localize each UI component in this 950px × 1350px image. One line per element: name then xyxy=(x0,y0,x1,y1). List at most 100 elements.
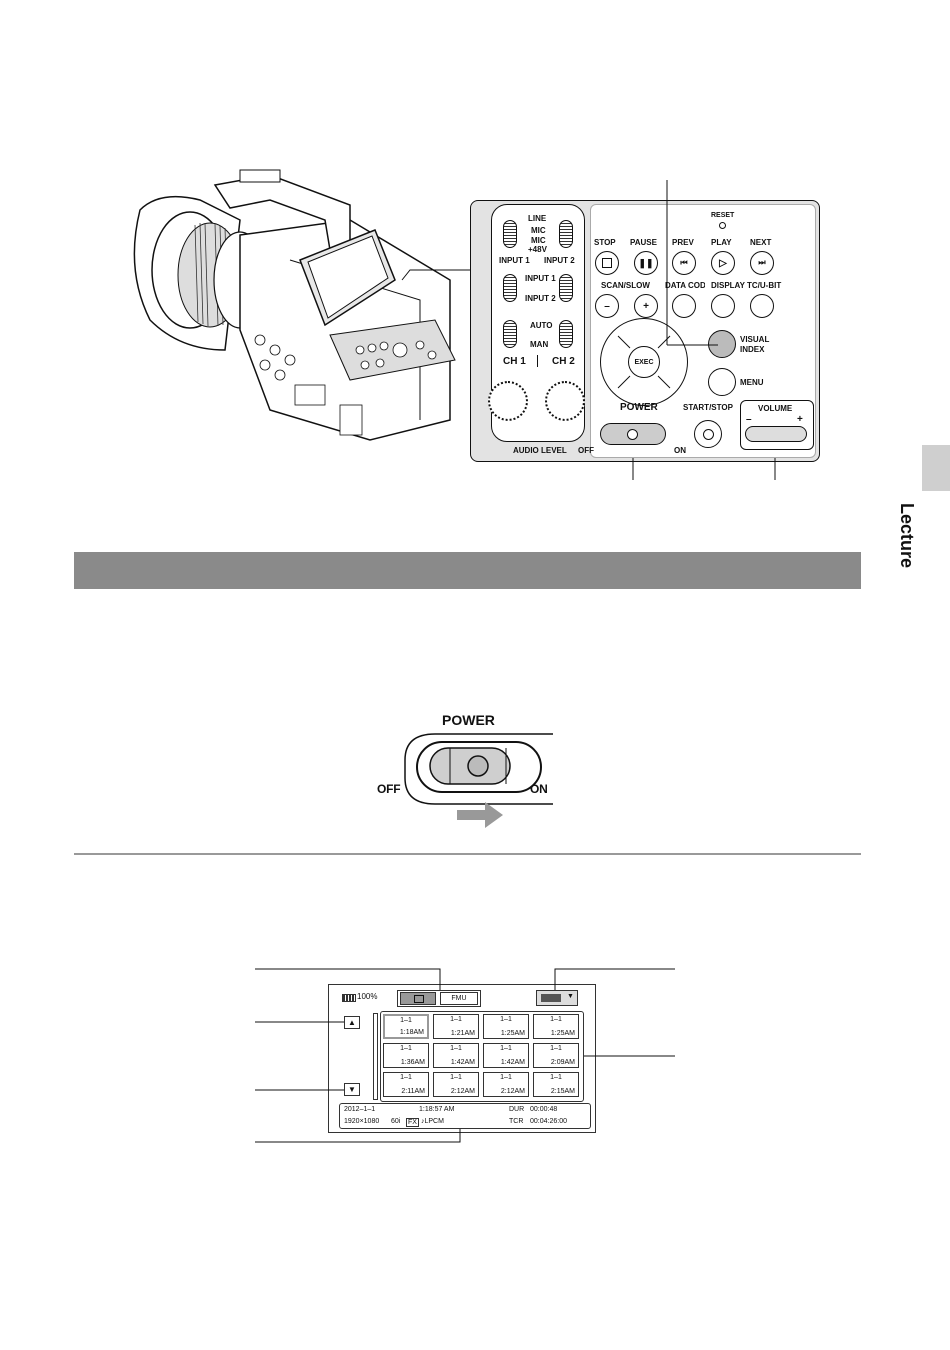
scroll-down-button[interactable]: ▼ xyxy=(344,1083,360,1096)
frame-rate: 60i xyxy=(391,1118,401,1125)
ch1-level-dial[interactable] xyxy=(488,381,528,421)
next-button[interactable]: ⏭ xyxy=(750,251,774,275)
power-label: POWER xyxy=(620,402,658,413)
visual-label: VISUAL xyxy=(740,335,770,344)
input1-switch[interactable] xyxy=(503,220,517,248)
volume-group xyxy=(740,400,814,450)
play-button[interactable]: ▷ xyxy=(711,251,735,275)
recording-time: 1:18:57 AM xyxy=(419,1106,455,1113)
tab-memory-card[interactable] xyxy=(400,992,436,1005)
ch-divider xyxy=(537,355,538,367)
exec-button[interactable]: EXEC xyxy=(628,346,660,378)
man-label: MAN xyxy=(530,340,549,349)
thumbnail-time: 1:42AM xyxy=(450,1059,475,1066)
thumbnail-time: 1:36AM xyxy=(400,1059,425,1066)
camcorder-illustration xyxy=(133,169,470,441)
line-label: LINE xyxy=(528,214,547,223)
audio-format: ♪LPCM xyxy=(421,1118,444,1125)
duration-label: DUR xyxy=(509,1106,525,1113)
plus48v-label: +48V xyxy=(528,245,547,254)
play-label: PLAY xyxy=(711,238,732,247)
off-label: OFF xyxy=(578,446,594,455)
mic48-label: MIC xyxy=(531,236,546,245)
audio-level-label: AUDIO LEVEL xyxy=(513,446,567,455)
power-on-label: ON xyxy=(530,782,548,796)
info-panel xyxy=(339,1103,591,1129)
thumbnail-item[interactable]: 1–1 2:12AM xyxy=(483,1072,529,1097)
format-select[interactable]: ▼ xyxy=(536,990,578,1006)
stop-button[interactable] xyxy=(595,251,619,275)
visual-index-button[interactable] xyxy=(708,330,736,358)
scroll-up-button[interactable]: ▲ xyxy=(344,1016,360,1029)
volume-rocker[interactable] xyxy=(745,426,807,442)
display-button[interactable] xyxy=(711,294,735,318)
power-off-label: OFF xyxy=(377,782,401,796)
auto-label: AUTO xyxy=(530,321,553,330)
thumbnail-time: 2:12AM xyxy=(450,1088,475,1095)
scan-minus-button[interactable]: – xyxy=(595,294,619,318)
pause-label: PAUSE xyxy=(630,238,657,247)
power-switch-illustration xyxy=(404,733,553,828)
reset-button[interactable] xyxy=(719,222,726,229)
thumbnail-time: 2:11AM xyxy=(401,1088,425,1095)
input1-ch-switch[interactable] xyxy=(503,274,517,302)
section-tab xyxy=(922,445,950,491)
menu-label: MENU xyxy=(740,378,764,387)
display-label: DISPLAY xyxy=(711,281,745,290)
data-code-button[interactable] xyxy=(672,294,696,318)
scrollbar[interactable] xyxy=(373,1013,378,1100)
leader-lines xyxy=(632,180,776,480)
pause-icon: ❚❚ xyxy=(638,257,654,268)
section-tab-label: Lecture xyxy=(897,503,917,569)
input2-switch[interactable] xyxy=(559,220,573,248)
screen-leader-lines xyxy=(255,968,675,1143)
thumbnail-item[interactable]: 1–1 1:42AM xyxy=(483,1043,529,1068)
battery-level: 100% xyxy=(357,992,378,1001)
menu-button[interactable] xyxy=(708,368,736,396)
thumbnail-grid xyxy=(380,1011,584,1102)
scan-slow-label: SCAN/SLOW xyxy=(601,281,650,290)
thumbnail-item[interactable]: 1–1 1:18AM xyxy=(383,1014,429,1039)
start-stop-button[interactable] xyxy=(694,420,722,448)
tab-fmu[interactable]: FMU xyxy=(440,992,478,1005)
thumbnail-scene: 1–1 xyxy=(400,1045,412,1052)
stop-label: STOP xyxy=(594,238,616,247)
tc-ubit-button[interactable] xyxy=(750,294,774,318)
pause-button[interactable]: ❚❚ xyxy=(634,251,658,275)
volume-plus-label: + xyxy=(797,414,803,425)
input1-label: INPUT 1 xyxy=(499,256,530,265)
prev-button[interactable]: ⏮ xyxy=(672,251,696,275)
thumbnail-scene: 1–1 xyxy=(550,1074,562,1081)
chevron-down-icon: ▼ xyxy=(567,993,574,1000)
thumbnail-time: 2:15AM xyxy=(550,1088,575,1095)
input2-ch-switch[interactable] xyxy=(559,274,573,302)
thumbnail-item[interactable]: 1–1 2:15AM xyxy=(533,1072,579,1097)
ch2-label: CH 2 xyxy=(552,356,575,367)
ch1-auto-switch[interactable] xyxy=(503,320,517,348)
thumbnail-time: 1:42AM xyxy=(500,1059,525,1066)
thumbnail-scene: 1–1 xyxy=(500,1074,512,1081)
power-switch-knob xyxy=(627,429,638,440)
scan-plus-button[interactable]: + xyxy=(634,294,658,318)
thumbnail-item[interactable]: 1–1 1:36AM xyxy=(383,1043,429,1068)
input2-label: INPUT 2 xyxy=(544,256,575,265)
thumbnail-scene: 1–1 xyxy=(400,1017,412,1024)
record-mode: FX xyxy=(406,1118,419,1127)
memory-card-icon xyxy=(414,995,424,1003)
thumbnail-time: 1:18AM xyxy=(399,1029,424,1036)
ch2-level-dial[interactable] xyxy=(545,381,585,421)
thumbnail-time: 2:12AM xyxy=(500,1088,525,1095)
thumbnail-time: 1:25AM xyxy=(500,1030,525,1037)
thumbnail-scene: 1–1 xyxy=(500,1045,512,1052)
tc-ubit-label: TC/U-BIT xyxy=(747,281,782,290)
ch2-auto-switch[interactable] xyxy=(559,320,573,348)
resolution: 1920×1080 xyxy=(344,1118,380,1125)
thumbnail-time: 1:21AM xyxy=(450,1030,475,1037)
